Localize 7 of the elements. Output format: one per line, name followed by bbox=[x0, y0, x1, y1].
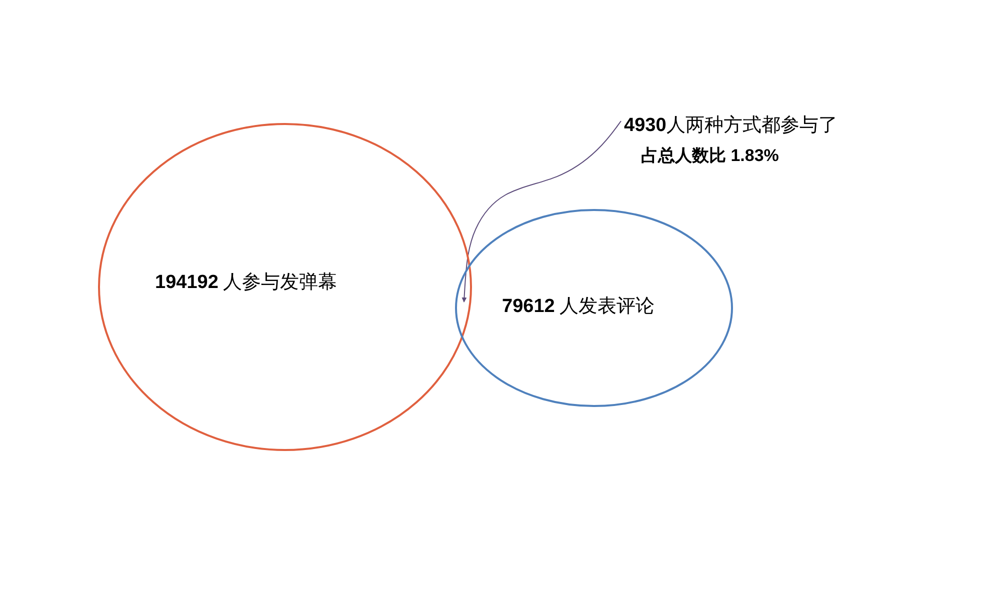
callout-text: 占总人数比 1.83% bbox=[641, 145, 779, 167]
venn-circle bbox=[455, 209, 733, 407]
leader-arrow bbox=[462, 120, 622, 302]
callout-text: 4930人两种方式都参与了 bbox=[624, 114, 838, 138]
venn-circle bbox=[98, 123, 472, 451]
set-label: 79612 人发表评论 bbox=[502, 295, 655, 319]
set-label: 194192 人参与发弹幕 bbox=[155, 271, 338, 295]
